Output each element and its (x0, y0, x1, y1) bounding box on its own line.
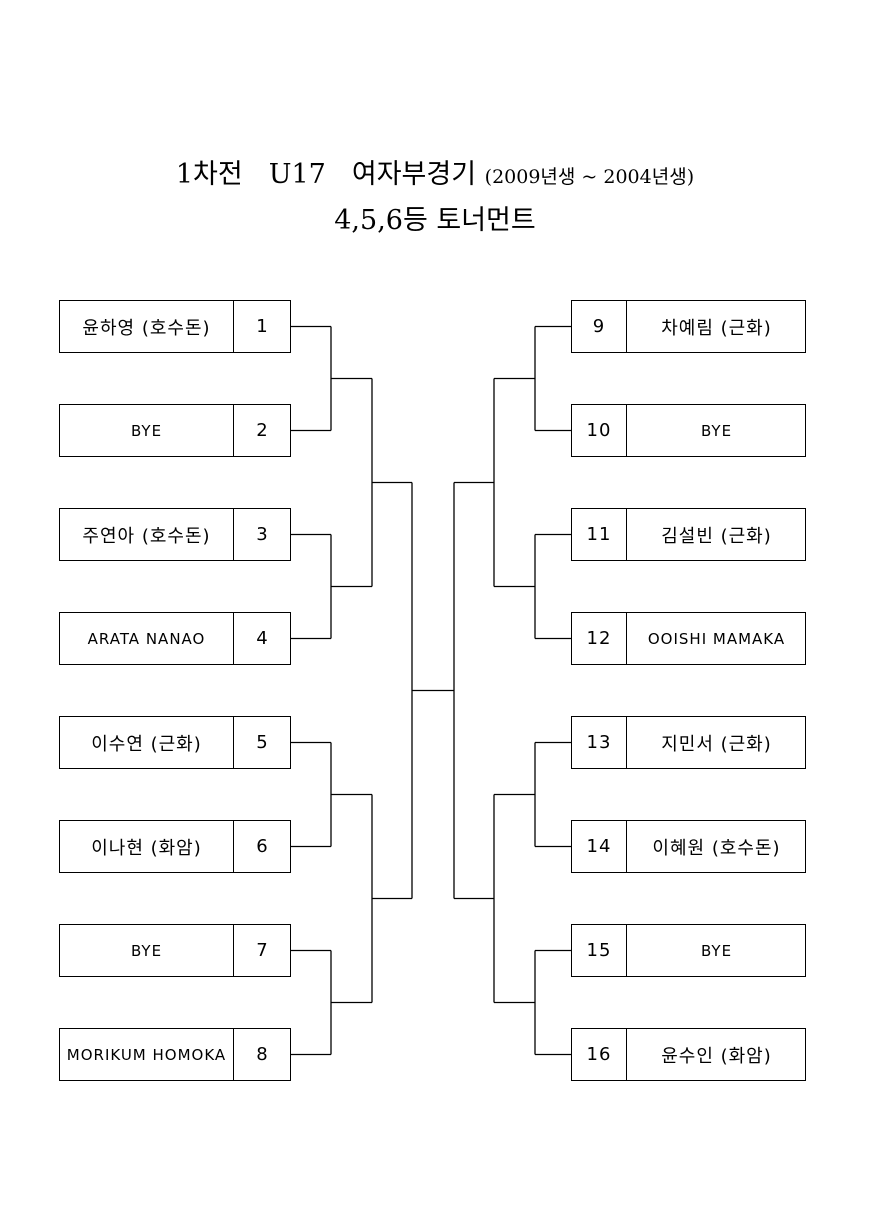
entry-name: 주연아 (호수돈) (82, 525, 211, 547)
entry-seed: 1 (256, 316, 269, 337)
title-round: 1차전 (175, 159, 243, 190)
entry-seed: 6 (256, 836, 269, 857)
entry-box-11: 김설빈 (근화) 11 (571, 508, 806, 561)
entry-box-16: 윤수인 (화암) 16 (571, 1028, 806, 1081)
entry-box-6: 이나현 (화암) 6 (59, 820, 291, 873)
entry-divider (233, 925, 235, 976)
entry-seed: 12 (586, 628, 612, 649)
entry-name: 윤수인 (화암) (661, 1045, 772, 1067)
entry-divider (233, 301, 235, 352)
entry-box-13: 지민서 (근화) 13 (571, 716, 806, 769)
entry-divider (626, 613, 628, 664)
entry-name: OOISHI MAMAKA (647, 629, 786, 648)
entry-seed: 3 (256, 524, 269, 545)
entry-divider (626, 821, 628, 872)
tournament-subtitle: 4,5,6등 토너먼트 (334, 205, 536, 236)
entry-divider (233, 821, 235, 872)
entry-divider (626, 925, 628, 976)
entry-seed: 5 (256, 732, 269, 753)
entry-seed: 8 (256, 1044, 269, 1065)
entry-divider (626, 509, 628, 560)
entry-box-2: BYE 2 (59, 404, 291, 457)
entry-divider (233, 509, 235, 560)
entry-divider (233, 613, 235, 664)
entry-seed: 16 (586, 1044, 612, 1065)
entry-seed: 14 (586, 836, 612, 857)
entry-box-8: MORIKUM HOMOKA 8 (59, 1028, 291, 1081)
entry-divider (233, 1029, 235, 1080)
entry-seed: 13 (586, 732, 612, 753)
entry-name: 차예림 (근화) (661, 317, 772, 339)
entry-seed: 4 (256, 628, 269, 649)
entry-name: 김설빈 (근화) (661, 525, 772, 547)
entry-box-10: BYE 10 (571, 404, 806, 457)
entry-name: BYE (700, 941, 733, 960)
entry-seed: 9 (592, 316, 606, 337)
entry-seed: 2 (256, 420, 269, 441)
entry-seed: 15 (586, 940, 612, 961)
entry-divider (233, 717, 235, 768)
title-birth-years: (2009년생 ~ 2004년생) (484, 166, 695, 188)
entry-box-12: OOISHI MAMAKA 12 (571, 612, 806, 665)
entry-name: BYE (130, 421, 163, 440)
entry-box-1: 윤하영 (호수돈) 1 (59, 300, 291, 353)
title-division: 여자부경기 (351, 159, 477, 190)
entry-box-5: 이수연 (근화) 5 (59, 716, 291, 769)
entry-box-15: BYE 15 (571, 924, 806, 977)
entry-name: BYE (700, 421, 733, 440)
entry-name: 윤하영 (호수돈) (82, 317, 211, 339)
entry-box-14: 이혜원 (호수돈) 14 (571, 820, 806, 873)
title-age-group: U17 (268, 159, 326, 190)
entry-name: 지민서 (근화) (661, 733, 772, 755)
tournament-title: 1차전 U17 여자부경기 (2009년생 ~ 2004년생) (0, 152, 870, 191)
entry-divider (626, 405, 628, 456)
entry-name: 이수연 (근화) (91, 733, 202, 755)
entry-divider (233, 405, 235, 456)
entry-seed: 11 (586, 524, 612, 545)
entry-seed: 10 (586, 420, 612, 441)
entry-box-3: 주연아 (호수돈) 3 (59, 508, 291, 561)
entry-divider (626, 301, 628, 352)
entry-divider (626, 1029, 628, 1080)
entry-name: 이혜원 (호수돈) (652, 837, 781, 859)
entry-name: 이나현 (화암) (91, 837, 202, 859)
entry-name: BYE (130, 941, 163, 960)
entry-box-4: ARATA NANAO 4 (59, 612, 291, 665)
entry-box-9: 차예림 (근화) 9 (571, 300, 806, 353)
entry-name: ARATA NANAO (87, 629, 206, 648)
entry-seed: 7 (256, 940, 269, 961)
entry-box-7: BYE 7 (59, 924, 291, 977)
entry-divider (626, 717, 628, 768)
entry-name: MORIKUM HOMOKA (66, 1045, 227, 1064)
